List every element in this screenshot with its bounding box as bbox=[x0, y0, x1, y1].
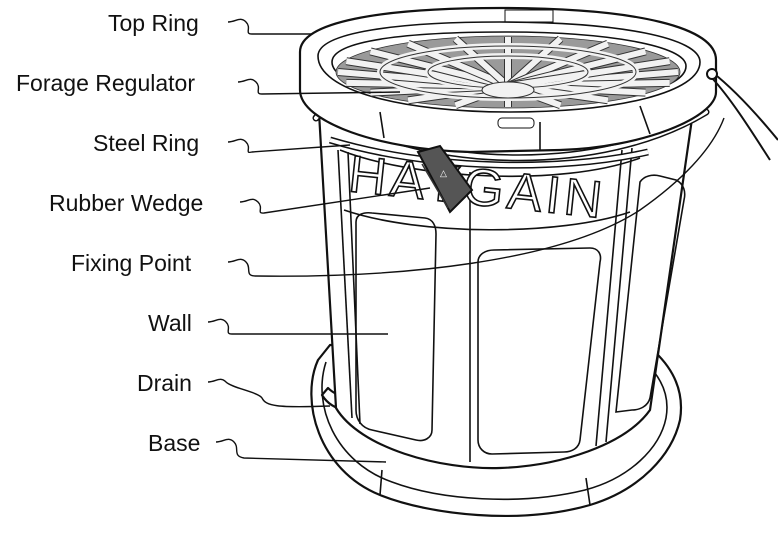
label-wall: Wall bbox=[148, 310, 192, 336]
leader-top-ring bbox=[227, 18, 312, 35]
label-drain: Drain bbox=[137, 370, 192, 396]
fixing-point-knob bbox=[706, 68, 718, 80]
label-rubber-wedge: Rubber Wedge bbox=[49, 190, 203, 216]
label-top-ring: Top Ring bbox=[108, 10, 199, 36]
leader-steel-ring bbox=[227, 138, 351, 154]
label-base: Base bbox=[148, 430, 200, 456]
top-ring-handle-slot bbox=[497, 117, 535, 129]
forage-regulator bbox=[335, 35, 681, 110]
labels: Top Ring Forage Regulator Steel Ring Rub… bbox=[16, 10, 203, 456]
leader-forage-regulator bbox=[237, 78, 401, 95]
cable bbox=[706, 68, 778, 161]
leader-drain bbox=[207, 378, 331, 408]
rubber-wedge: △ bbox=[416, 144, 474, 214]
leader-lines bbox=[207, 18, 725, 463]
bucket-wall bbox=[316, 93, 697, 470]
label-steel-ring: Steel Ring bbox=[93, 130, 199, 156]
label-fixing-point: Fixing Point bbox=[71, 250, 192, 276]
leader-base bbox=[215, 438, 387, 463]
leader-wall bbox=[207, 318, 388, 335]
label-forage-regulator: Forage Regulator bbox=[16, 70, 195, 96]
wedge-mark: △ bbox=[440, 168, 447, 178]
top-ring-slot bbox=[504, 9, 554, 23]
regulator-hub bbox=[481, 81, 535, 99]
leader-fixing-point bbox=[227, 117, 725, 277]
leader-rubber-wedge bbox=[239, 187, 431, 214]
